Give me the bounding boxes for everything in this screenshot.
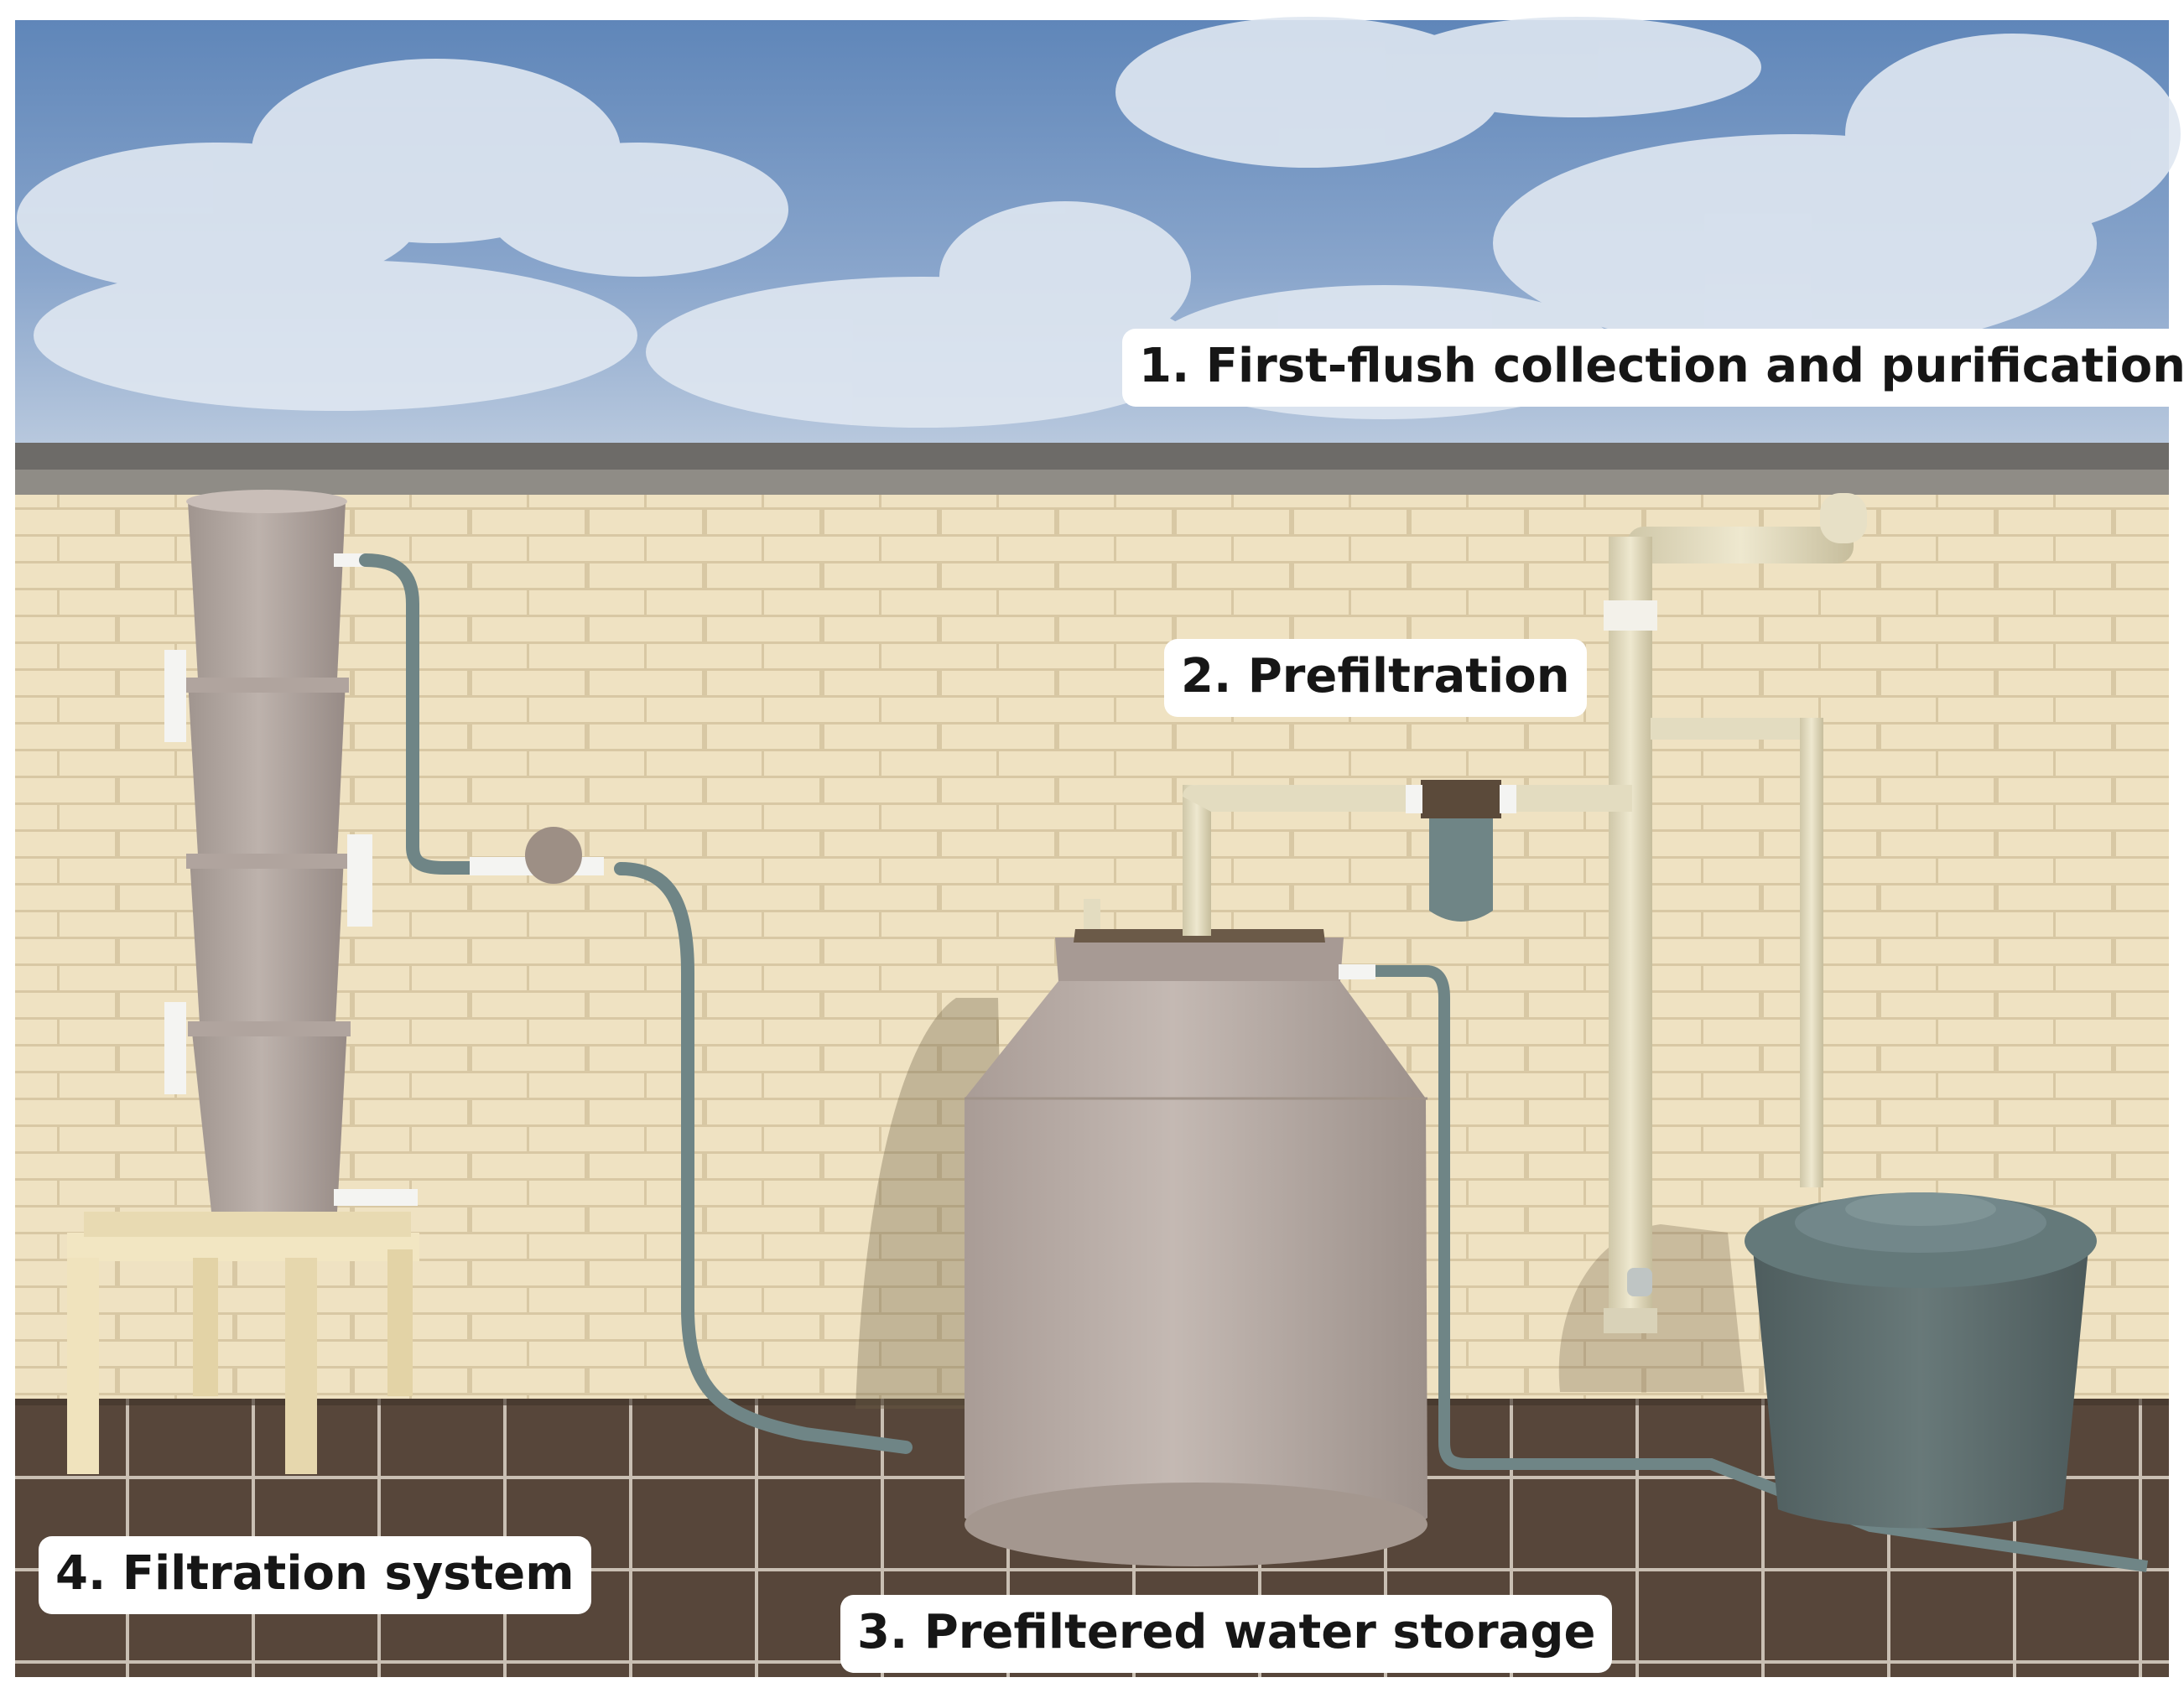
hose-tank-overflow bbox=[1345, 965, 2149, 1572]
label-filtration: 4. Filtration system bbox=[39, 1536, 591, 1614]
label-first-flush: 1. First-flush collection and purificati… bbox=[1122, 329, 2184, 407]
label-prefiltration: 2. Prefiltration bbox=[1164, 639, 1587, 717]
first-flush-pipe bbox=[1183, 493, 1867, 1333]
stool bbox=[67, 1212, 419, 1474]
wall-valve bbox=[470, 827, 604, 884]
hose-to-tank bbox=[614, 862, 913, 1454]
cartridge-filter bbox=[1406, 780, 1516, 922]
bucket-stack bbox=[164, 490, 418, 1212]
label-storage: 3. Prefiltered water storage bbox=[840, 1595, 1613, 1673]
hose-upper bbox=[359, 553, 510, 875]
wall-coping bbox=[15, 443, 2169, 471]
waste-bin bbox=[1745, 1192, 2097, 1529]
storage-tank bbox=[965, 899, 1427, 1566]
